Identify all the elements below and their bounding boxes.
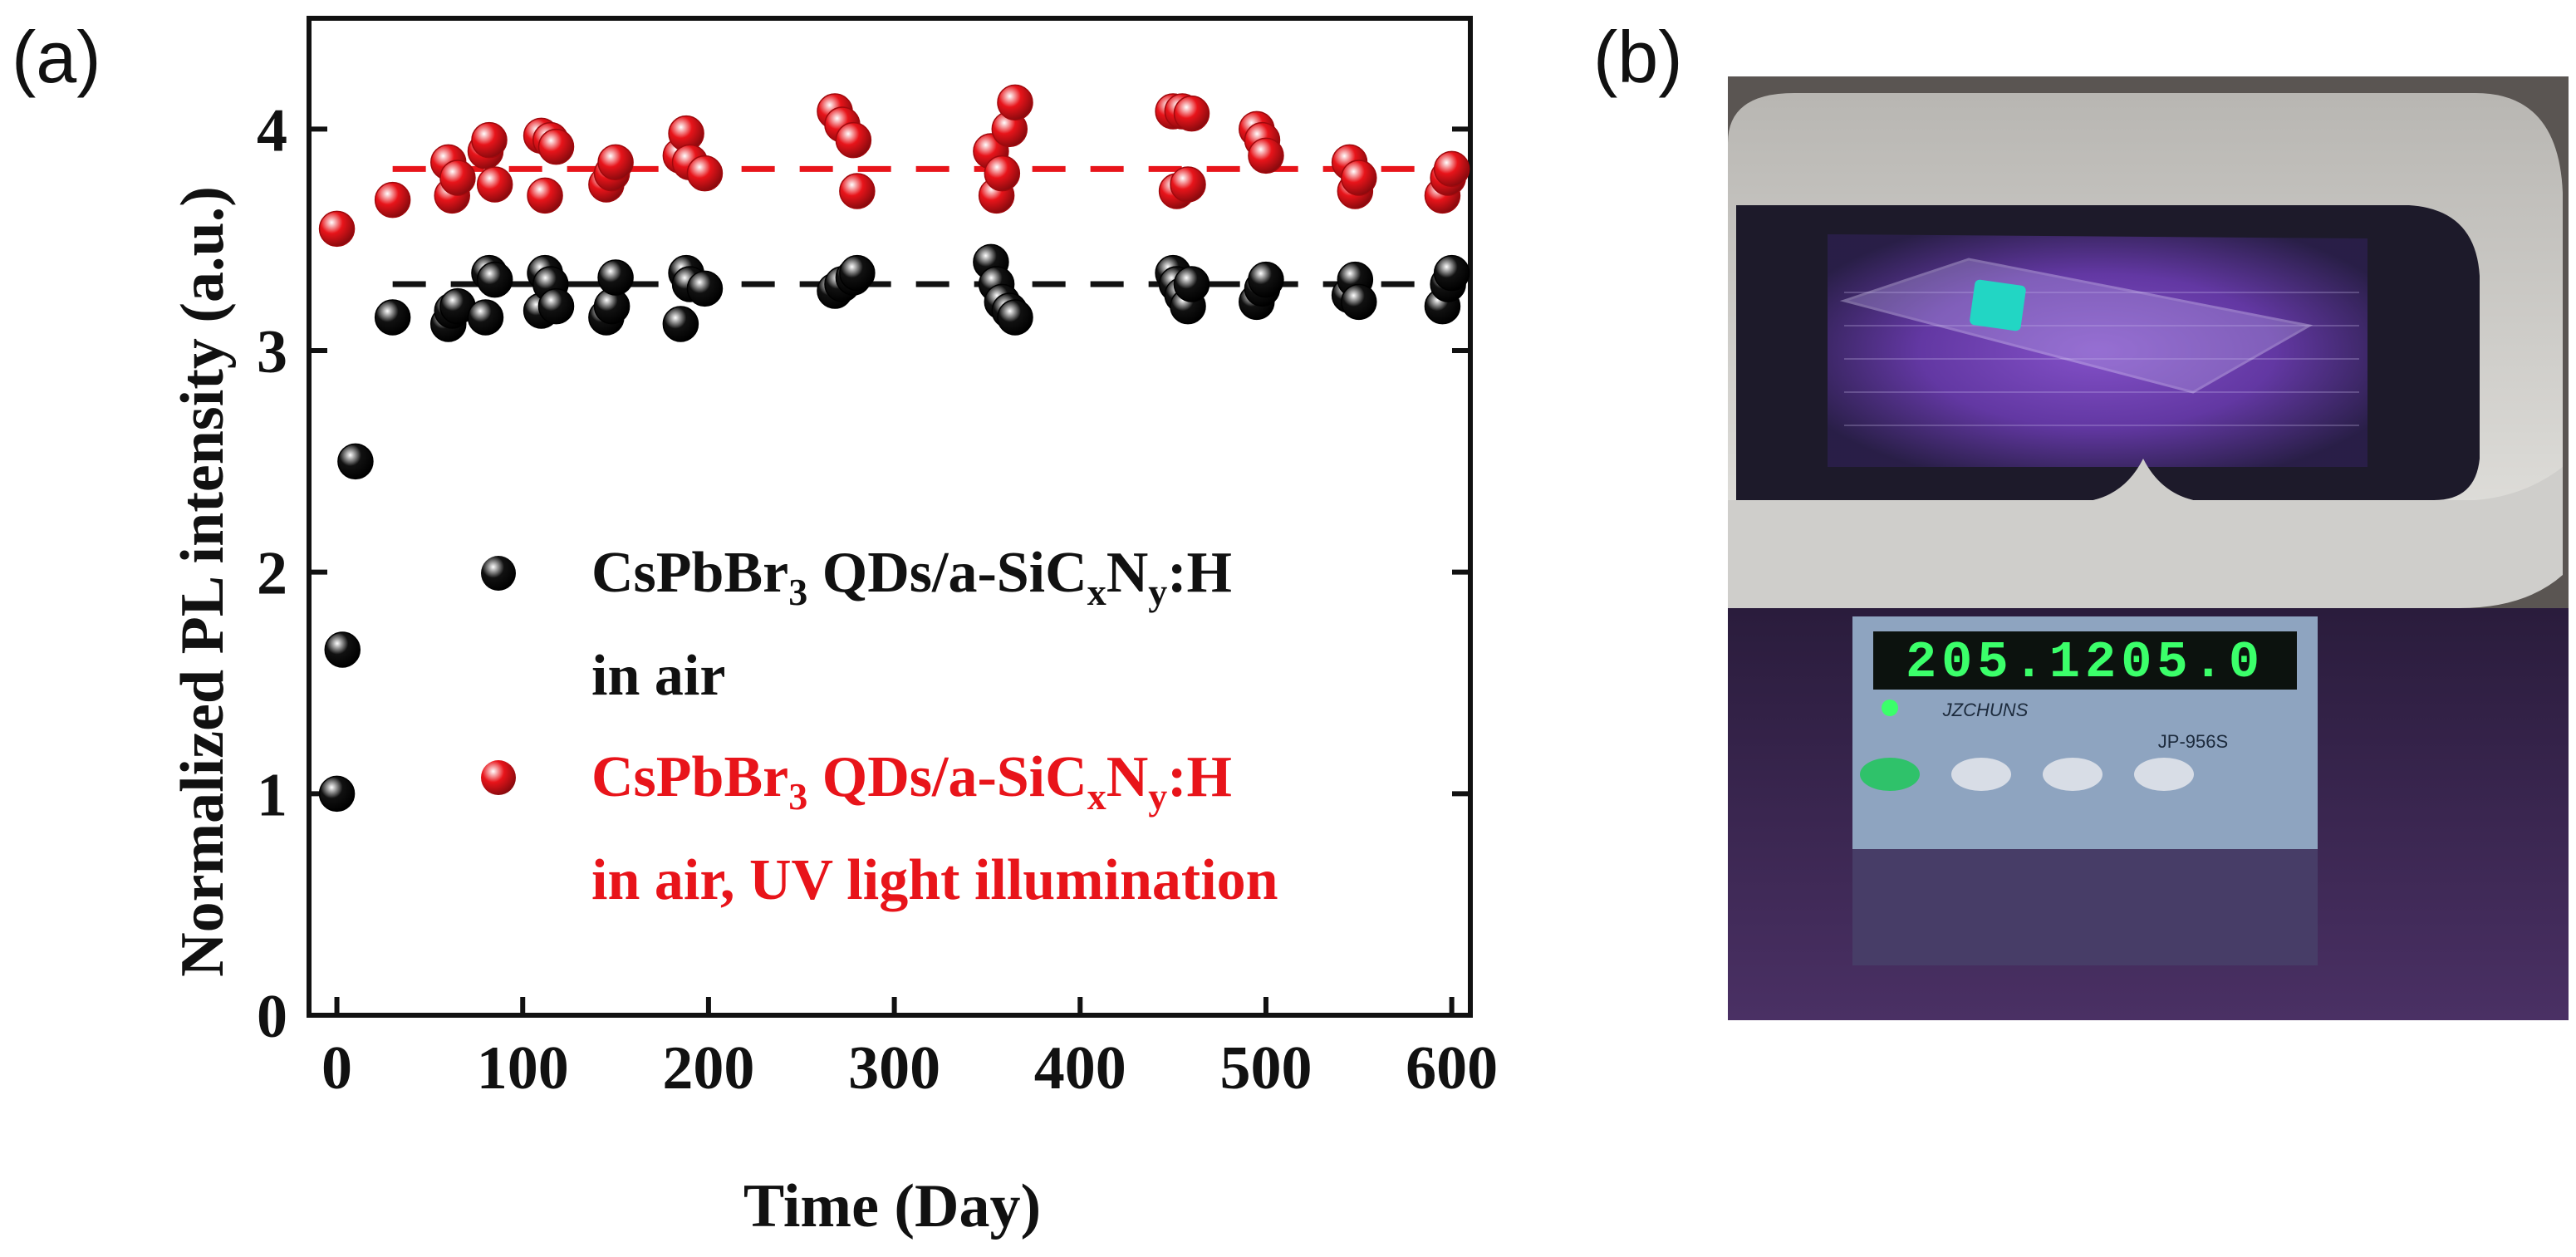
x-axis-title: Time (Day) bbox=[743, 1172, 1041, 1240]
data-point-series-1 bbox=[997, 84, 1033, 121]
data-point-series-0 bbox=[686, 270, 724, 307]
uv-light-area bbox=[1828, 234, 2367, 467]
panel-lower-shadow bbox=[1852, 849, 2318, 965]
x-tick-label: 400 bbox=[1034, 1034, 1126, 1102]
data-point-series-0 bbox=[662, 306, 699, 342]
panel-button-4[interactable] bbox=[2134, 758, 2194, 791]
data-point-series-1 bbox=[686, 155, 724, 192]
legend-subscript: y bbox=[1148, 571, 1167, 613]
data-point-series-0 bbox=[1248, 261, 1284, 298]
x-tick-label: 300 bbox=[848, 1034, 940, 1102]
data-point-series-1 bbox=[1248, 137, 1284, 174]
legend-text-part: :H bbox=[1167, 541, 1232, 605]
x-tick-label: 200 bbox=[662, 1034, 754, 1102]
legend-subscript: 3 bbox=[788, 571, 807, 613]
panel-button-1[interactable] bbox=[1860, 758, 1920, 791]
legend-subscript: x bbox=[1087, 775, 1106, 818]
legend-marker-0 bbox=[481, 556, 516, 591]
controller-model: JP-956S bbox=[2158, 731, 2228, 752]
legend-label-line2-0: in air bbox=[591, 644, 725, 708]
y-tick-label: 3 bbox=[257, 318, 287, 386]
data-point-series-1 bbox=[537, 128, 575, 165]
x-tick-label: 0 bbox=[321, 1034, 352, 1102]
glass-slide bbox=[1839, 258, 2313, 394]
legend-subscript: y bbox=[1148, 775, 1167, 818]
legend-text-part: QDs/a-SiC bbox=[807, 745, 1087, 809]
legend-text-part: N bbox=[1106, 541, 1149, 605]
panel-button-3[interactable] bbox=[2043, 758, 2103, 791]
panel-label-a: (a) bbox=[12, 16, 101, 98]
data-point-series-0 bbox=[1173, 266, 1210, 302]
legend-label-0: CsPbBr3 QDs/a-SiCxNy:H bbox=[591, 541, 1232, 613]
data-point-series-1 bbox=[527, 177, 563, 214]
data-point-series-0 bbox=[324, 631, 361, 668]
legend-text-part: N bbox=[1106, 745, 1149, 809]
data-point-series-0 bbox=[476, 261, 513, 298]
legend-text-part: :H bbox=[1167, 745, 1232, 809]
panel-label-b: (b) bbox=[1593, 16, 1683, 98]
data-point-series-0 bbox=[839, 254, 876, 292]
y-tick-label: 1 bbox=[257, 761, 287, 829]
data-point-series-1 bbox=[835, 121, 872, 159]
data-point-series-1 bbox=[1170, 166, 1206, 203]
qd-sample-cube bbox=[1970, 279, 2026, 331]
plot-frame bbox=[307, 16, 1473, 1018]
legend-subscript: 3 bbox=[788, 775, 807, 818]
x-tick-label: 600 bbox=[1406, 1034, 1498, 1102]
data-point-series-1 bbox=[1173, 95, 1210, 132]
data-point-series-1 bbox=[984, 155, 1021, 192]
y-tick-label: 4 bbox=[257, 96, 287, 164]
data-point-series-0 bbox=[467, 299, 504, 336]
legend-marker-1 bbox=[481, 760, 516, 795]
panel-button-2[interactable] bbox=[1951, 758, 2011, 791]
data-point-series-1 bbox=[839, 173, 876, 209]
data-point-series-0 bbox=[318, 775, 356, 813]
display-digits: 205.1205.0 bbox=[1906, 633, 2264, 692]
y-axis-title: Normalized PL intensity (a.u.) bbox=[169, 186, 237, 977]
data-point-series-1 bbox=[1341, 160, 1377, 196]
data-point-series-1 bbox=[1433, 150, 1470, 188]
data-point-series-0 bbox=[1341, 283, 1377, 321]
data-point-series-1 bbox=[318, 210, 356, 248]
y-tick-label: 0 bbox=[257, 983, 287, 1051]
legend-subscript: x bbox=[1087, 571, 1106, 613]
legend-label-1: CsPbBr3 QDs/a-SiCxNy:H bbox=[591, 745, 1232, 818]
legend-text-part: QDs/a-SiC bbox=[807, 541, 1087, 605]
data-point-series-0 bbox=[537, 287, 575, 325]
y-tick-label: 2 bbox=[257, 540, 287, 608]
digital-display bbox=[1873, 631, 2297, 690]
x-tick-label: 100 bbox=[477, 1034, 569, 1102]
data-point-series-0 bbox=[374, 299, 411, 336]
x-tick-label: 500 bbox=[1219, 1034, 1312, 1102]
data-point-series-1 bbox=[439, 160, 476, 196]
data-point-series-1 bbox=[597, 144, 634, 181]
status-led bbox=[1882, 700, 1898, 716]
data-point-series-1 bbox=[374, 181, 411, 219]
data-point-series-0 bbox=[997, 299, 1033, 336]
data-point-series-0 bbox=[1433, 254, 1470, 292]
legend-text-part: CsPbBr bbox=[591, 541, 788, 605]
legend-label-line2-1: in air, UV light illumination bbox=[591, 848, 1278, 912]
legend-text-part: CsPbBr bbox=[591, 745, 788, 809]
data-point-series-0 bbox=[337, 443, 374, 480]
data-point-series-0 bbox=[597, 259, 634, 296]
data-point-series-1 bbox=[471, 121, 508, 159]
controller-brand: JZCHUNS bbox=[1942, 700, 2029, 720]
tray-front-lip bbox=[1728, 459, 2563, 608]
data-point-series-1 bbox=[476, 166, 513, 203]
uv-lamp-photo: 205.1205.0 JZCHUNS JP-956S bbox=[1728, 76, 2569, 1020]
